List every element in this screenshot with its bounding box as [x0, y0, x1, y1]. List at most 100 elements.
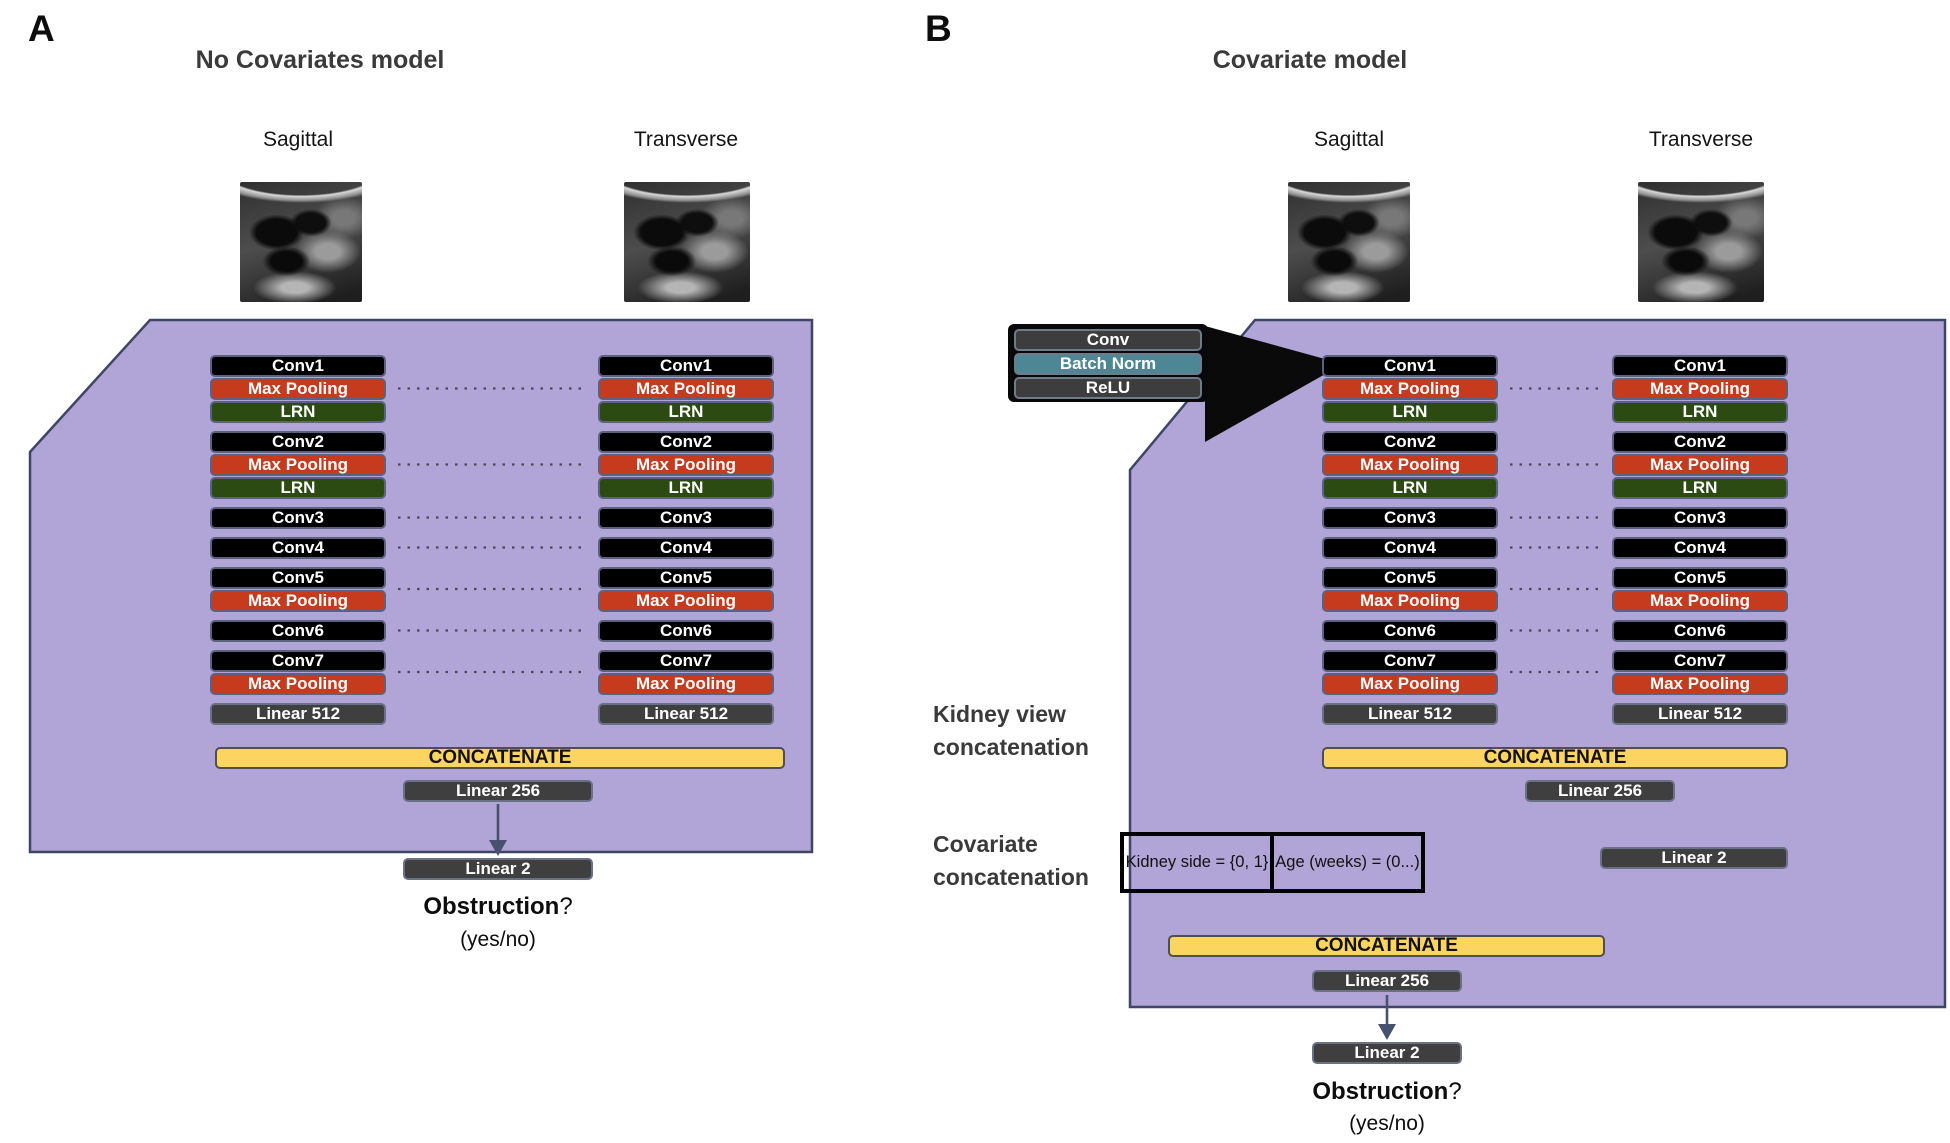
lrn-box: LRN: [1612, 401, 1788, 423]
conv2-box: Conv2: [210, 431, 386, 453]
conv6-box: Conv6: [1322, 620, 1498, 642]
panel-b-output-question: Obstruction?: [1227, 1078, 1547, 1106]
max-pooling-box: Max Pooling: [598, 378, 774, 400]
conv2-box: Conv2: [1612, 431, 1788, 453]
conv6-box: Conv6: [1612, 620, 1788, 642]
panel-b-linear-2-bottom-box: Linear 2: [1312, 1042, 1462, 1064]
conv7-box: Conv7: [598, 650, 774, 672]
panel-b-covariate-concatenate-bar: CONCATENATE: [1168, 935, 1605, 957]
conv5-box: Conv5: [210, 567, 386, 589]
panel-a-concatenate-bar: CONCATENATE: [215, 747, 785, 769]
panel-b-transverse-ultrasound-image: [1638, 182, 1764, 302]
conv3-box: Conv3: [1322, 507, 1498, 529]
panel-b-sagittal-ultrasound-image: [1288, 182, 1410, 302]
conv6-box: Conv6: [210, 620, 386, 642]
max-pooling-box: Max Pooling: [1322, 590, 1498, 612]
conv7-box: Conv7: [1322, 650, 1498, 672]
panel-b-linear-256-top-box: Linear 256: [1525, 780, 1675, 802]
callout-relu-box: ReLU: [1014, 377, 1202, 399]
conv1-box: Conv1: [598, 355, 774, 377]
conv4-box: Conv4: [598, 537, 774, 559]
panel-b-output-answer: (yes/no): [1349, 1112, 1425, 1135]
conv4-box: Conv4: [210, 537, 386, 559]
conv2-box: Conv2: [1322, 431, 1498, 453]
conv3-box: Conv3: [210, 507, 386, 529]
conv7-box: Conv7: [210, 650, 386, 672]
lrn-box: LRN: [598, 401, 774, 423]
covariate-concatenation-line2: concatenation: [933, 864, 1089, 890]
conv4-box: Conv4: [1612, 537, 1788, 559]
covariate-concatenation-label: Covariate concatenation: [933, 828, 1163, 894]
conv2-box: Conv2: [598, 431, 774, 453]
max-pooling-box: Max Pooling: [1612, 590, 1788, 612]
linear-512-box: Linear 512: [1322, 703, 1498, 725]
conv5-box: Conv5: [598, 567, 774, 589]
linear-512-box: Linear 512: [1612, 703, 1788, 725]
max-pooling-box: Max Pooling: [1612, 673, 1788, 695]
panel-a-letter: A: [28, 8, 55, 49]
max-pooling-box: Max Pooling: [210, 378, 386, 400]
callout-conv-box: Conv: [1014, 329, 1202, 351]
kidney-view-concatenation-line1: Kidney view: [933, 701, 1066, 727]
age-covariate-cell: Age (weeks) = (0...): [1275, 853, 1420, 871]
panel-a-output-answer: (yes/no): [460, 928, 536, 951]
conv1-box: Conv1: [1322, 355, 1498, 377]
panel-a-transverse-ultrasound-image: [624, 182, 750, 302]
conv6-box: Conv6: [598, 620, 774, 642]
max-pooling-box: Max Pooling: [598, 590, 774, 612]
callout-arrow-icon: [1205, 326, 1343, 442]
callout-batch-norm-box: Batch Norm: [1014, 353, 1202, 375]
panel-a-question-mark: ?: [559, 893, 573, 920]
kidney-view-concatenation-label: Kidney view concatenation: [933, 698, 1163, 764]
panel-a-linear-2-box: Linear 2: [403, 858, 593, 880]
panel-b-linear-2-top-box: Linear 2: [1600, 847, 1788, 869]
panel-b-letter: B: [925, 8, 952, 49]
panel-a-sagittal-label: Sagittal: [262, 128, 334, 151]
linear-512-box: Linear 512: [598, 703, 774, 725]
kidney-view-concatenation-line2: concatenation: [933, 734, 1089, 760]
panel-a-title: No Covariates model: [195, 46, 445, 74]
lrn-box: LRN: [210, 477, 386, 499]
max-pooling-box: Max Pooling: [1322, 378, 1498, 400]
lrn-box: LRN: [1322, 401, 1498, 423]
panel-a-transverse-label: Transverse: [633, 128, 739, 151]
linear-512-box: Linear 512: [210, 703, 386, 725]
panel-a-sagittal-ultrasound-image: [240, 182, 362, 302]
max-pooling-box: Max Pooling: [210, 590, 386, 612]
max-pooling-box: Max Pooling: [598, 454, 774, 476]
conv1-box: Conv1: [1612, 355, 1788, 377]
max-pooling-box: Max Pooling: [1612, 454, 1788, 476]
max-pooling-box: Max Pooling: [210, 673, 386, 695]
conv3-box: Conv3: [598, 507, 774, 529]
panel-b-linear-256-bottom-box: Linear 256: [1312, 970, 1462, 992]
lrn-box: LRN: [1322, 477, 1498, 499]
panel-a-linear-256-box: Linear 256: [403, 780, 593, 802]
panel-b-question-word: Obstruction: [1312, 1078, 1449, 1105]
covariate-inputs-box: Kidney side = {0, 1} Age (weeks) = (0...…: [1120, 832, 1425, 893]
lrn-box: LRN: [1612, 477, 1788, 499]
conv7-box: Conv7: [1612, 650, 1788, 672]
max-pooling-box: Max Pooling: [1322, 454, 1498, 476]
panel-a-output-arrowhead-icon: [489, 840, 507, 856]
max-pooling-box: Max Pooling: [210, 454, 386, 476]
panel-b-transverse-label: Transverse: [1648, 128, 1754, 151]
panel-a-question-word: Obstruction: [423, 893, 560, 920]
panel-b-title: Covariate model: [1212, 46, 1408, 74]
kidney-side-covariate-cell: Kidney side = {0, 1}: [1124, 836, 1274, 889]
panel-b-backdrop: [1128, 318, 1947, 1009]
panel-b-kidney-view-concatenate-bar: CONCATENATE: [1322, 747, 1788, 769]
lrn-box: LRN: [210, 401, 386, 423]
conv5-box: Conv5: [1612, 567, 1788, 589]
max-pooling-box: Max Pooling: [1322, 673, 1498, 695]
panel-a-output-question: Obstruction?: [338, 893, 658, 921]
conv4-box: Conv4: [1322, 537, 1498, 559]
covariate-concatenation-line1: Covariate: [933, 831, 1038, 857]
max-pooling-box: Max Pooling: [1612, 378, 1788, 400]
conv1-box: Conv1: [210, 355, 386, 377]
conv5-box: Conv5: [1322, 567, 1498, 589]
max-pooling-box: Max Pooling: [598, 673, 774, 695]
conv3-box: Conv3: [1612, 507, 1788, 529]
lrn-box: LRN: [598, 477, 774, 499]
panel-b-question-mark: ?: [1448, 1078, 1462, 1105]
